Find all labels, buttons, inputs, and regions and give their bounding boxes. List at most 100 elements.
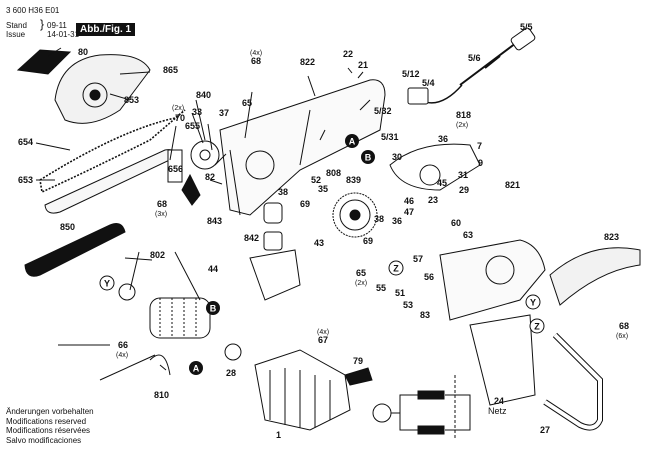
part-label: 36	[438, 134, 448, 144]
part-label: 44	[208, 264, 218, 274]
svg-text:A: A	[349, 137, 356, 147]
svg-text:Y: Y	[104, 279, 110, 289]
part-label: 5/32	[374, 106, 392, 116]
part-label: 80	[78, 47, 88, 57]
part-label: 25	[188, 192, 198, 202]
saw-chain-shape	[39, 109, 186, 194]
part-label: 51	[395, 288, 405, 298]
bar-sheath-shape	[24, 223, 126, 277]
part-label: 840	[196, 90, 211, 100]
marker-y-left: Y	[99, 275, 115, 291]
part-label: 83	[420, 310, 430, 320]
part-label: 65	[356, 268, 366, 278]
part-label: 60	[451, 218, 461, 228]
part-label: 656	[168, 164, 183, 174]
part-label: 43	[314, 238, 324, 248]
part-label: 38	[374, 214, 384, 224]
part-label: 822	[300, 57, 315, 67]
part-label: 70	[175, 113, 185, 123]
part-label: 29	[459, 185, 469, 195]
main-housing-shape	[219, 79, 386, 216]
part-label: 66	[118, 340, 128, 350]
part-label: 35	[318, 184, 328, 194]
svg-text:Z: Z	[393, 264, 399, 274]
part-label: 5/4	[422, 78, 435, 88]
sprocket-shape	[167, 149, 183, 183]
part-label: 47	[404, 207, 414, 217]
part-label: 655	[185, 121, 200, 131]
note-line: Modifications reserved	[6, 416, 87, 426]
part-label: 5/6	[468, 53, 481, 63]
part-label: 55	[376, 283, 386, 293]
part-label: 850	[60, 222, 75, 232]
part-label: (3x)	[155, 211, 167, 218]
note-line: Änderungen vorbehalten	[6, 407, 94, 416]
handle-parts-shape	[389, 143, 481, 191]
note-line: Modifications réservées	[6, 426, 91, 436]
part-label: 36	[392, 216, 402, 226]
pinion-shape	[263, 202, 283, 224]
marker-a-mid: A	[189, 361, 203, 375]
gear-shape	[332, 192, 378, 238]
part-label: 79	[353, 356, 363, 366]
issue-label: Issue	[6, 30, 26, 39]
part-label: 5/12	[402, 69, 420, 79]
cable-tie-shape	[149, 354, 171, 376]
part-label: (4x)	[250, 50, 262, 57]
part-label: 22	[343, 49, 353, 59]
power-cord-shape	[459, 39, 521, 86]
part-label: (6x)	[616, 333, 628, 340]
part-label: 842	[244, 233, 259, 243]
part-label: 23	[428, 195, 438, 205]
part-label: 68	[157, 199, 167, 209]
part-label: 56	[424, 272, 434, 282]
figure-label: Abb./Fig. 1	[76, 23, 136, 36]
notes-block: Änderungen vorbehalten Modifications res…	[6, 407, 94, 445]
part-label: (2x)	[172, 105, 184, 112]
part-label: 839	[346, 175, 361, 185]
sprocket-cover-shape	[54, 54, 151, 124]
part-label: (4x)	[317, 329, 329, 336]
part-label: (4x)	[116, 352, 128, 359]
marker-b-mid: B	[206, 301, 220, 315]
part-label: 653	[18, 175, 33, 185]
marker-b-top: B	[361, 150, 375, 164]
wiring-schematic	[372, 375, 471, 440]
part-label: 818	[456, 110, 471, 120]
part-label: 28	[226, 368, 236, 378]
note-line: Salvo modificaciones	[6, 435, 82, 445]
part-label: (2x)	[355, 280, 367, 287]
part-label: 82	[205, 172, 215, 182]
front-handle-shape	[543, 332, 603, 431]
part-label: 654	[18, 137, 33, 147]
netz-label: Netz	[488, 406, 507, 416]
marker-y-right: Y	[525, 294, 541, 310]
part-label: 808	[326, 168, 341, 178]
part-label: 27	[540, 425, 550, 435]
part-label: 63	[463, 230, 473, 240]
part-label: 24	[494, 396, 504, 406]
part-label: 65	[242, 98, 252, 108]
stand-date: 09-11	[47, 21, 67, 30]
part-label: 37	[219, 108, 229, 118]
part-label: 38	[278, 187, 288, 197]
part-label: 802	[150, 250, 165, 260]
part-label: 823	[604, 232, 619, 242]
part-label: 57	[413, 254, 423, 264]
rating-label-shape	[344, 367, 373, 386]
marker-z-right: Z	[529, 318, 545, 334]
right-housing-shape	[439, 239, 546, 321]
part-label: 821	[505, 180, 520, 190]
part-label: 69	[300, 199, 310, 209]
part-label: 9	[478, 158, 483, 168]
svg-text:B: B	[210, 304, 217, 314]
bearing-block-shape	[249, 249, 301, 301]
armature-shape	[118, 283, 242, 361]
part-label: 46	[404, 196, 414, 206]
switch-shape	[407, 87, 429, 105]
part-label: 5/31	[381, 132, 399, 142]
part-label: 31	[458, 170, 468, 180]
part-label: 21	[358, 60, 368, 70]
svg-text:A: A	[193, 364, 200, 374]
